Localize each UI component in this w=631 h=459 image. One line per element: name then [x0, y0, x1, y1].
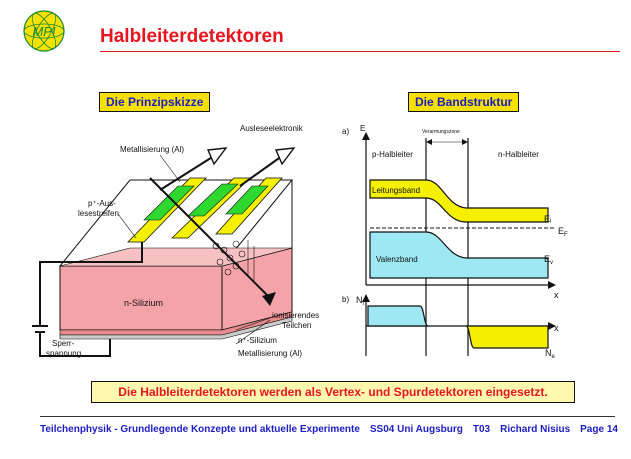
n-silicon-label: n-Silizium: [124, 298, 163, 308]
charge-carriers: [212, 240, 255, 282]
x-axis-a-arrow-icon: [548, 281, 556, 289]
readout-electronics-label: Ausleseelektronik: [240, 124, 304, 133]
panel-b-label: b): [342, 295, 349, 304]
particle-arrow-icon: [262, 292, 276, 306]
mpi-logo: MPI: [23, 10, 65, 52]
n-side-label: n-Halbleiter: [498, 150, 539, 159]
readout-strip-2-metal: [187, 183, 239, 217]
acceptor-density: [367, 305, 429, 327]
amplifier-icon: [206, 147, 228, 166]
x-axis-a-label: x: [554, 290, 559, 300]
amplifier-icon: [274, 147, 296, 166]
acceptor-density-label: Ni: [356, 295, 364, 307]
depletion-zone-label: Verarmungszone: [422, 129, 460, 135]
top-metallization-label: Metallisierung (Al): [120, 145, 184, 154]
footer-term: SS04 Uni Augsburg: [369, 424, 463, 435]
bias-wire-return: [39, 332, 111, 357]
readout-strip-1-metal: [143, 185, 195, 221]
n-plus-layer-label: n⁺-Silizium: [238, 336, 277, 345]
footer-code: T03: [472, 424, 491, 435]
fermi-level-label: EF: [558, 226, 568, 238]
page-title: Halbleiterdetektoren: [100, 26, 284, 47]
x-axis-b-arrow-icon: [548, 322, 556, 330]
logo-text: MPI: [32, 24, 56, 39]
footer-divider: [40, 416, 615, 417]
ionizing-particle-label-line1: ionisierendes: [272, 311, 319, 320]
bias-label-line1: Sperr-: [52, 339, 75, 348]
title-underline: [100, 51, 620, 52]
conduction-band-label: Leitungsband: [372, 186, 420, 195]
footer-page: Page 14: [580, 424, 618, 435]
x-axis-b-label: x: [554, 323, 559, 333]
valence-band-label: Valenzband: [376, 255, 418, 264]
energy-axis-arrow-icon: [362, 132, 370, 140]
donor-density-label: Ne: [545, 348, 556, 360]
strip-label-line1: p⁺-Aus-: [88, 199, 116, 208]
bottom-metallization-label: Metallisierung (Al): [238, 349, 302, 358]
principle-section-label: Die Prinzipskizze: [99, 92, 211, 112]
footer-course: Teilchenphysik - Grundlegende Konzepte u…: [40, 424, 360, 435]
bias-wire: [39, 242, 143, 326]
footer: Teilchenphysik - Grundlegende Konzepte u…: [40, 424, 618, 435]
valence-level-label: Ev: [544, 254, 553, 266]
ionizing-particle-label-line2: Teilchen: [282, 321, 311, 330]
valence-band: [369, 231, 549, 279]
bottom-metallization: [59, 316, 293, 340]
readout-strip-3-metal: [225, 185, 269, 215]
particle-track: [149, 177, 271, 299]
footer-author: Richard Nisius: [500, 424, 571, 435]
strip-label-line2: lesestreifen: [78, 209, 119, 218]
slide-caption: Die Halbleiterdetektoren werden als Vert…: [91, 381, 575, 403]
band-section-label: Die Bandstruktur: [408, 92, 520, 112]
bias-label-line2: spannung: [46, 349, 81, 358]
panel-a-label: a): [342, 127, 349, 136]
energy-axis-label: E: [360, 124, 365, 133]
intrinsic-level-label: Eᵢ: [544, 214, 551, 224]
donor-density: [465, 325, 549, 349]
conduction-band: [369, 179, 549, 223]
p-side-label: p-Halbleiter: [372, 150, 413, 159]
